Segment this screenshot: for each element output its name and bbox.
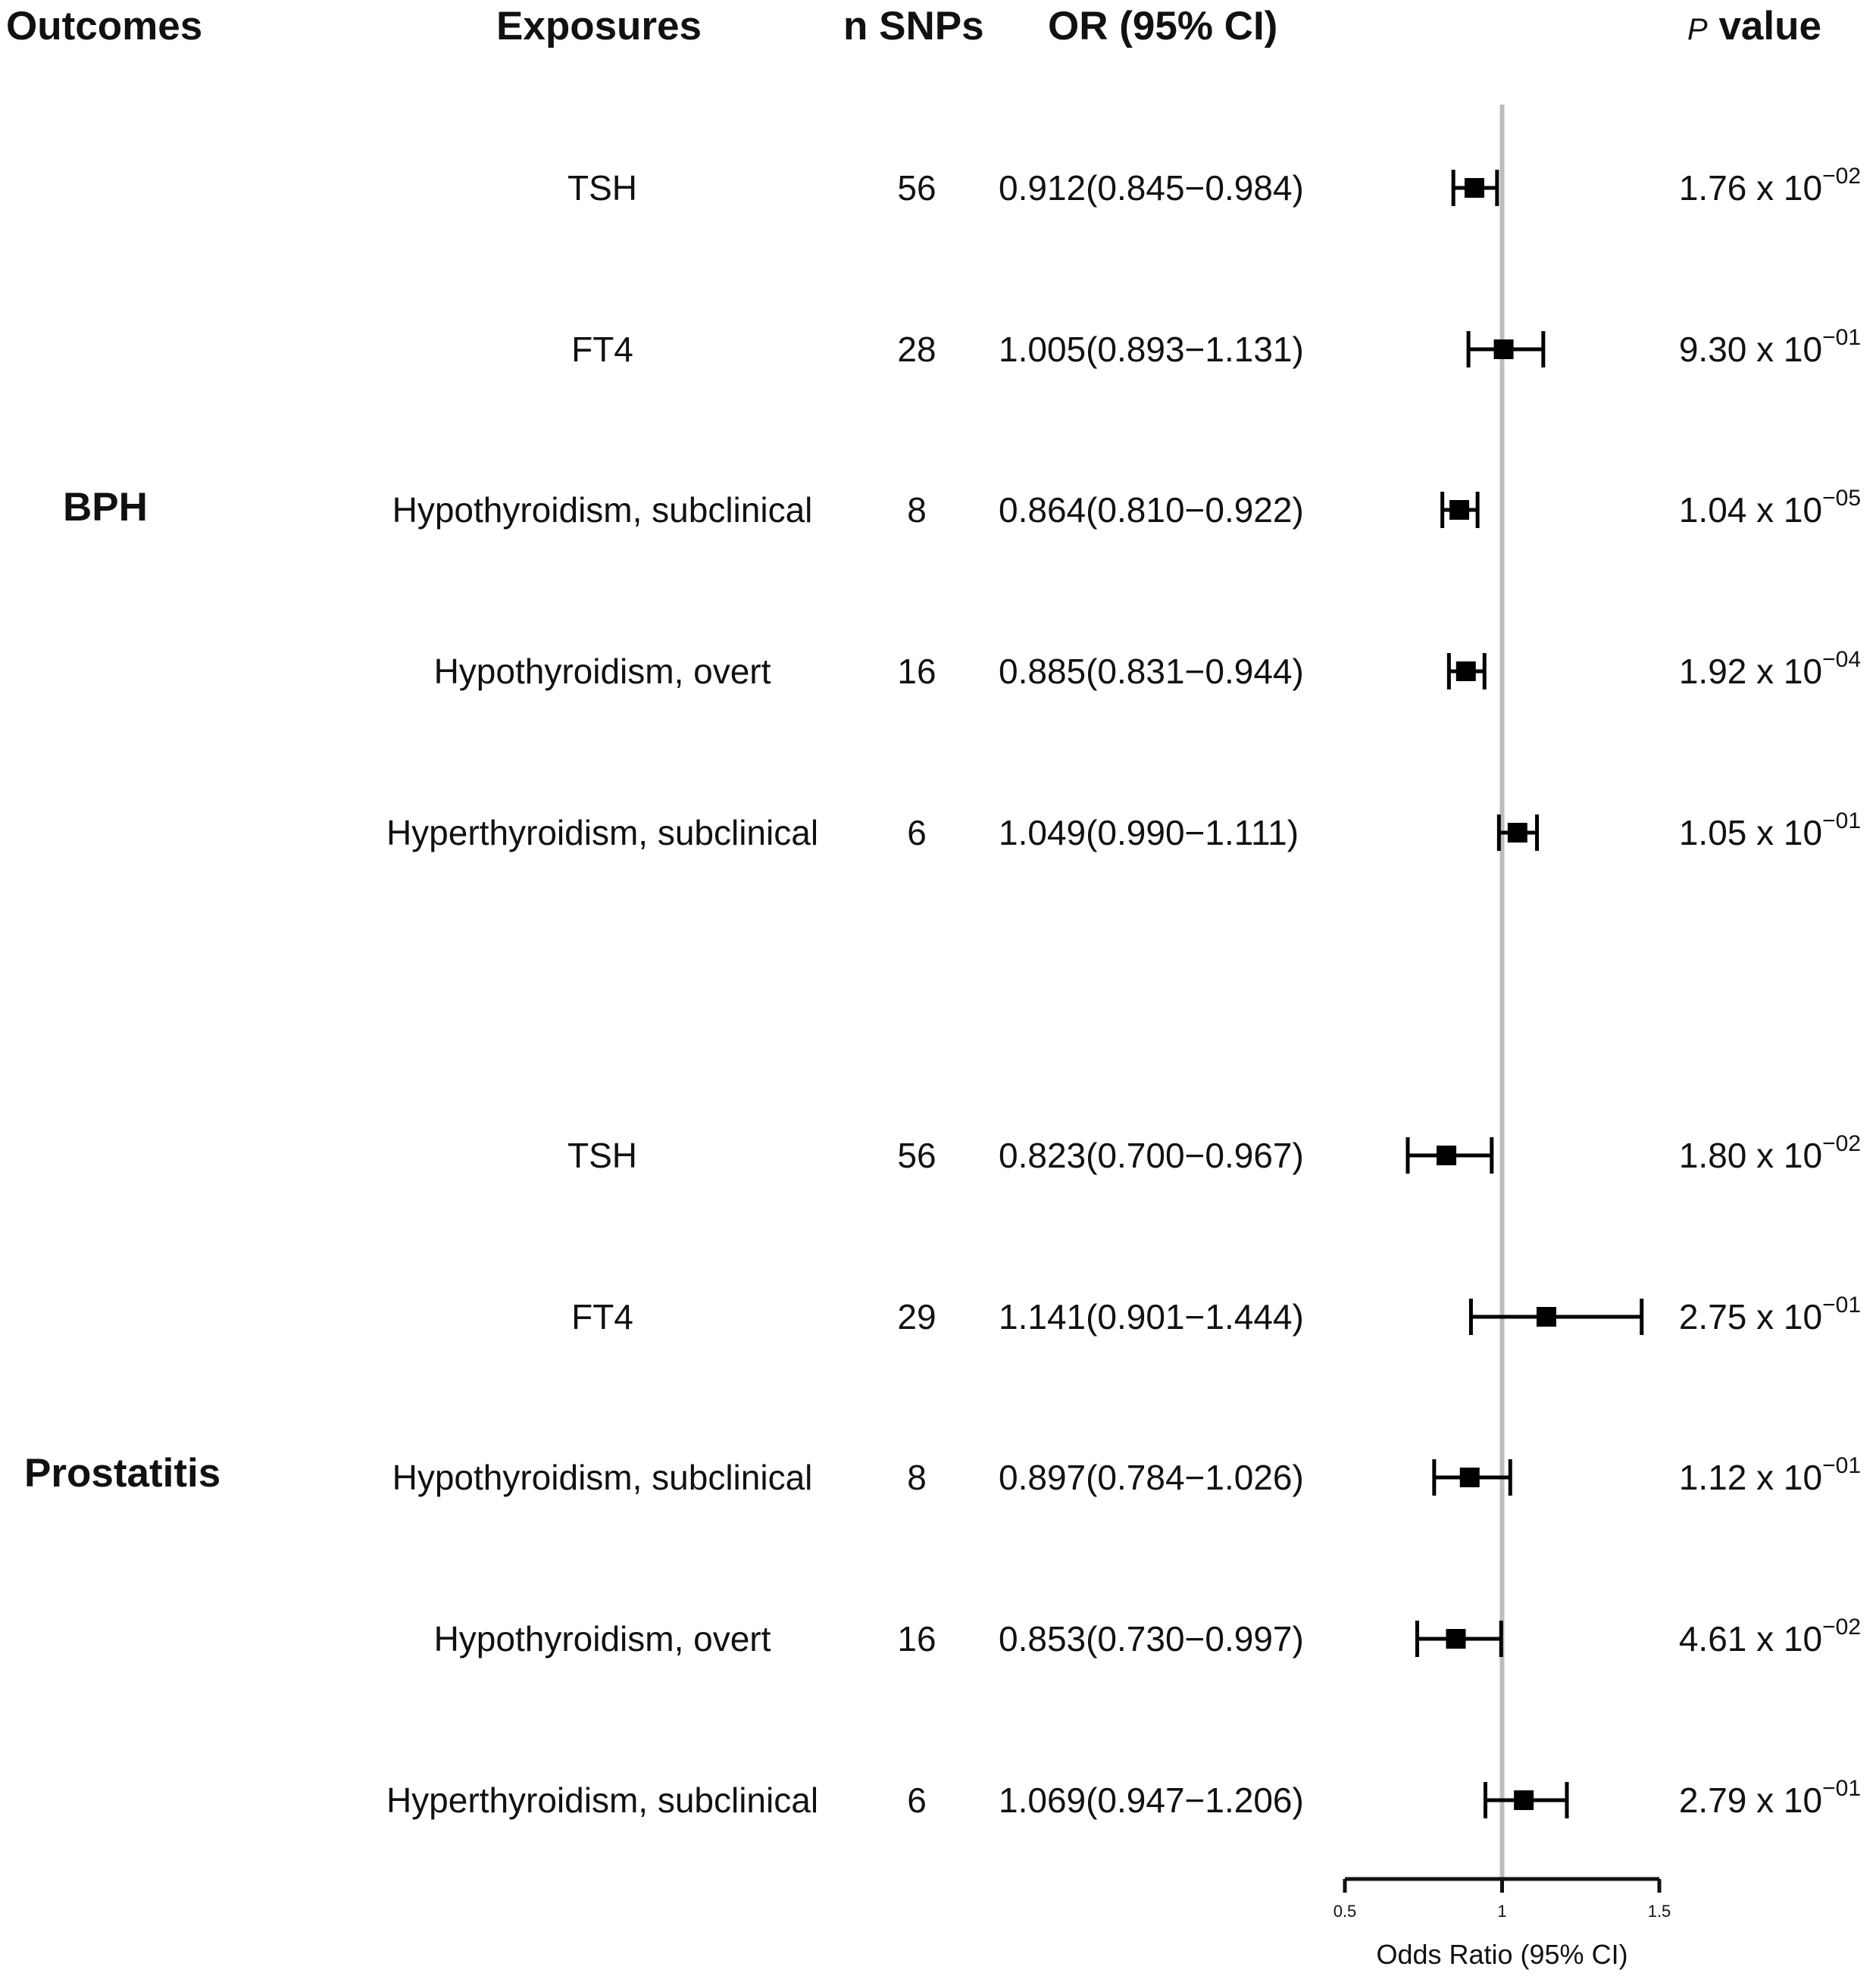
x-tick-label: 1.5	[1648, 1902, 1671, 1921]
p-value-cell: 1.12 x 10−01	[1678, 1452, 1861, 1500]
outcome-label-prostatitis: Prostatitis	[24, 1451, 221, 1496]
p-value-cell: 1.92 x 10−04	[1678, 646, 1861, 694]
or-ci-cell: 0.853(0.730−0.997)	[999, 1619, 1304, 1659]
nsnps-cell: 29	[897, 1297, 936, 1337]
p-value-mantissa: 1.76 x 10	[1678, 168, 1823, 208]
nsnps-cell: 16	[897, 652, 936, 691]
or-ci-cell: 0.864(0.810−0.922)	[999, 490, 1304, 530]
nsnps-cell: 28	[897, 330, 936, 369]
header-p-italic: P	[1687, 13, 1708, 46]
header-p-value: P value	[1687, 0, 1821, 53]
p-value-cell: 1.80 x 10−02	[1678, 1130, 1861, 1178]
nsnps-cell: 6	[907, 1780, 927, 1820]
point-estimate-marker	[1449, 500, 1470, 520]
p-value-exponent: −02	[1822, 1614, 1861, 1640]
p-value-mantissa: 2.75 x 10	[1678, 1297, 1823, 1337]
p-value-mantissa: 1.92 x 10	[1678, 652, 1823, 691]
header-p-rest: value	[1707, 4, 1821, 48]
nsnps-cell: 56	[897, 1136, 936, 1175]
p-value-mantissa: 1.04 x 10	[1678, 490, 1823, 530]
exposure-cell: TSH	[567, 1136, 637, 1175]
p-value-exponent: −05	[1822, 485, 1861, 511]
point-estimate-marker	[1464, 178, 1484, 198]
exposure-cell: TSH	[567, 168, 637, 208]
header-exposures: Exposures	[496, 4, 702, 48]
header-outcomes: Outcomes	[6, 4, 203, 48]
or-ci-cell: 0.823(0.700−0.967)	[999, 1136, 1304, 1175]
p-value-exponent: −01	[1822, 324, 1861, 350]
p-value-mantissa: 9.30 x 10	[1678, 330, 1823, 369]
p-value-cell: 1.05 x 10−01	[1678, 808, 1861, 855]
exposure-cell: Hypothyroidism, overt	[433, 1619, 771, 1659]
x-axis-label: Odds Ratio (95% CI)	[1376, 1939, 1627, 1970]
or-ci-cell: 0.897(0.784−1.026)	[999, 1458, 1304, 1497]
x-tick-label: 1	[1497, 1902, 1506, 1921]
nsnps-cell: 8	[907, 490, 927, 530]
p-value-cell: 2.75 x 10−01	[1678, 1292, 1861, 1340]
or-ci-cell: 1.049(0.990−1.111)	[999, 813, 1299, 852]
exposure-cell: Hypothyroidism, overt	[433, 652, 771, 691]
header-nsnps: n SNPs	[843, 4, 984, 48]
header-or-ci: OR (95% CI)	[1048, 4, 1278, 48]
exposure-cell: FT4	[571, 1297, 633, 1337]
exposure-cell: Hyperthyroidism, subclinical	[386, 813, 819, 852]
point-estimate-marker	[1455, 661, 1476, 681]
exposure-cell: Hypothyroidism, subclinical	[392, 1458, 813, 1497]
p-value-mantissa: 2.79 x 10	[1678, 1780, 1823, 1820]
or-ci-cell: 1.069(0.947−1.206)	[999, 1780, 1304, 1820]
p-value-mantissa: 1.80 x 10	[1678, 1136, 1823, 1175]
nsnps-cell: 6	[907, 813, 927, 852]
or-ci-cell: 0.912(0.845−0.984)	[999, 168, 1304, 208]
point-estimate-marker	[1493, 339, 1514, 359]
p-value-cell: 2.79 x 10−01	[1679, 1777, 1861, 1823]
exposure-cell: Hypothyroidism, subclinical	[392, 490, 813, 530]
nsnps-cell: 16	[897, 1619, 936, 1659]
or-ci-cell: 0.885(0.831−0.944)	[999, 652, 1304, 691]
exposure-cell: Hyperthyroidism, subclinical	[386, 1780, 819, 1820]
p-value-exponent: −04	[1822, 646, 1861, 672]
p-value-exponent: −01	[1822, 1452, 1861, 1478]
point-estimate-marker	[1514, 1790, 1534, 1810]
x-tick-label: 0.5	[1334, 1902, 1357, 1921]
point-estimate-marker	[1507, 823, 1527, 843]
point-estimate-marker	[1459, 1468, 1480, 1487]
nsnps-cell: 56	[897, 168, 936, 208]
point-estimate-marker	[1446, 1629, 1466, 1649]
p-value-exponent: −02	[1822, 163, 1861, 189]
exposure-cell: FT4	[571, 330, 633, 369]
or-ci-cell: 1.141(0.901−1.444)	[999, 1297, 1304, 1337]
p-value-mantissa: 1.12 x 10	[1678, 1458, 1823, 1497]
nsnps-cell: 8	[907, 1458, 927, 1497]
p-value-exponent: −02	[1822, 1130, 1861, 1156]
point-estimate-marker	[1437, 1146, 1457, 1165]
p-value-cell: 9.30 x 10−01	[1678, 324, 1861, 372]
p-value-exponent: −01	[1822, 808, 1861, 833]
point-estimate-marker	[1537, 1307, 1557, 1327]
p-value-cell: 1.76 x 10−02	[1678, 163, 1861, 211]
p-value-exponent: −01	[1822, 1775, 1861, 1801]
p-value-mantissa: 1.05 x 10	[1678, 813, 1823, 852]
p-value-exponent: −01	[1822, 1292, 1861, 1318]
p-value-cell: 1.04 x 10−05	[1678, 485, 1861, 533]
p-value-cell: 4.61 x 10−02	[1678, 1614, 1861, 1662]
outcome-label-bph: BPH	[63, 485, 148, 530]
or-ci-cell: 1.005(0.893−1.131)	[999, 330, 1304, 369]
p-value-mantissa: 4.61 x 10	[1678, 1619, 1823, 1659]
